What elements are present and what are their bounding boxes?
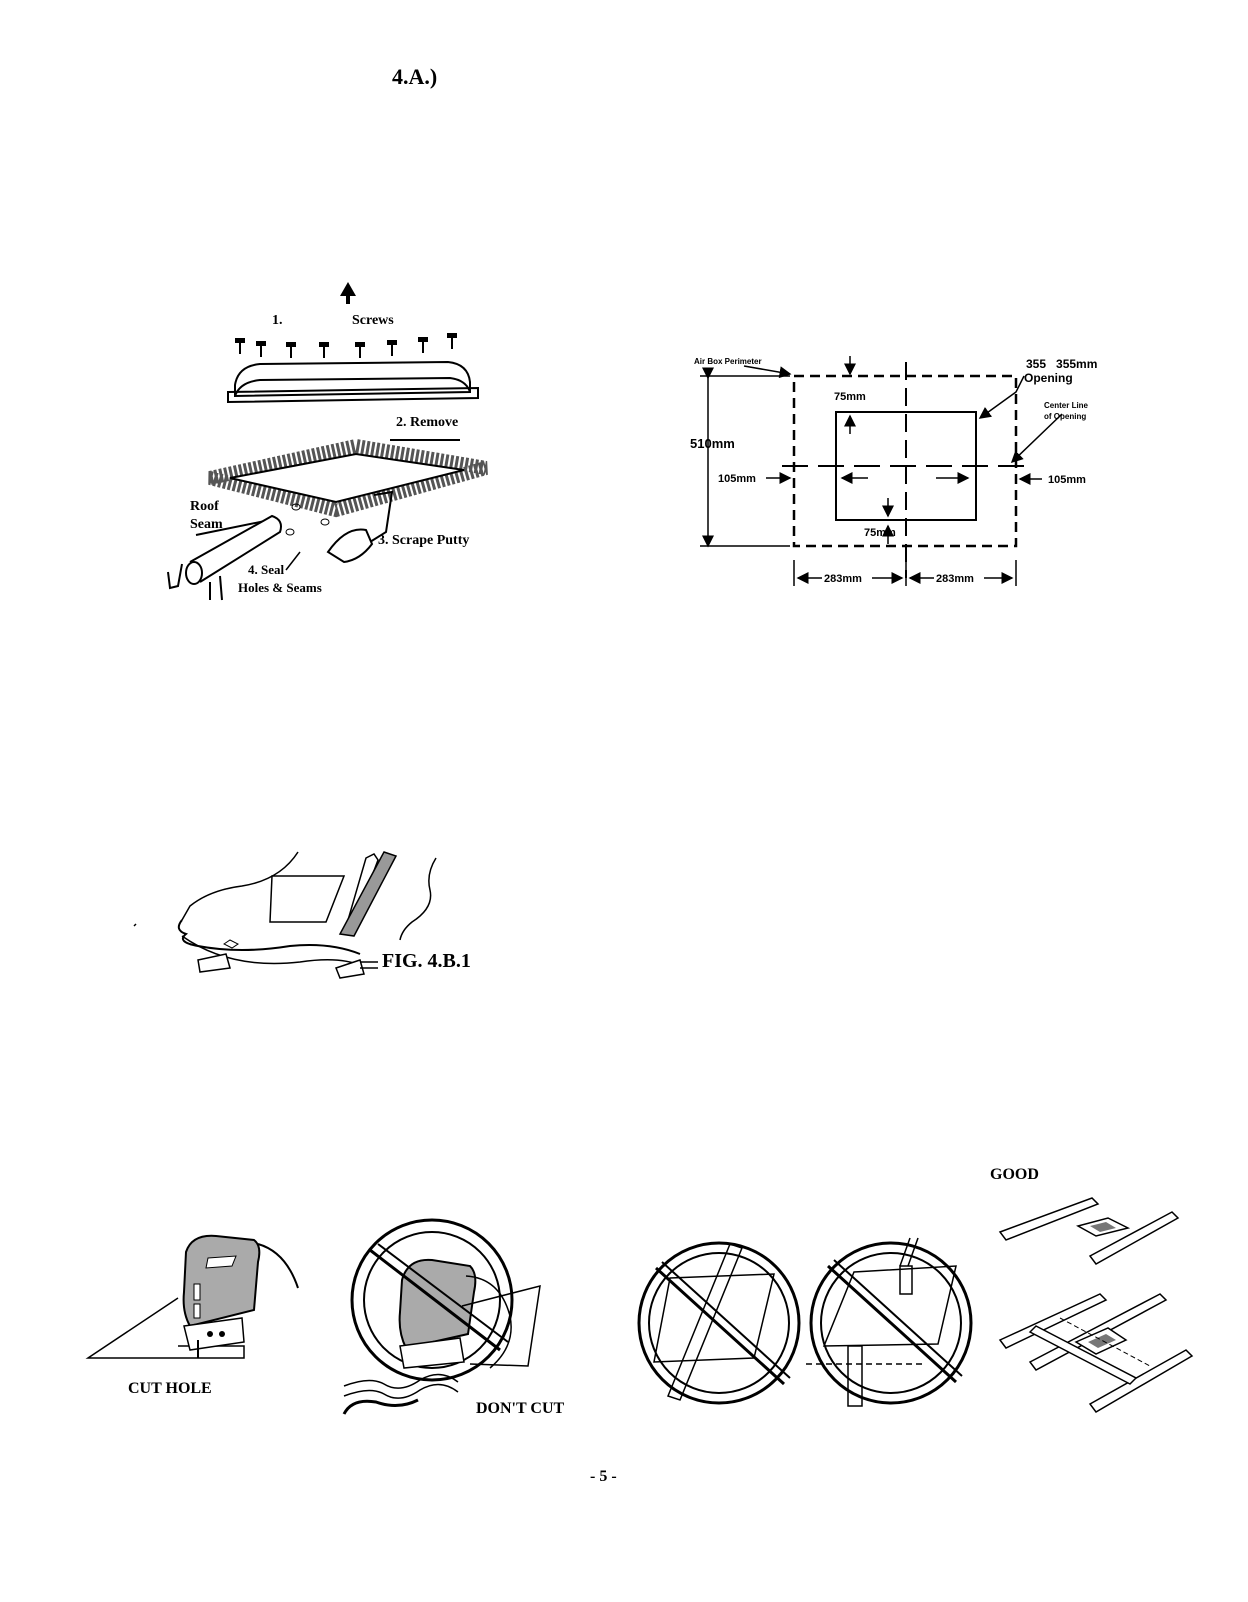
page-number: - 5 - — [590, 1468, 617, 1486]
good-framing-illustration — [1000, 1190, 1220, 1420]
vent-cover — [228, 362, 478, 402]
roof-opening — [196, 440, 486, 535]
dont-cut-saw-illustration — [340, 1216, 560, 1416]
roof-seam-label-1: Roof — [190, 499, 219, 514]
dont-cut-label: DON'T CUT — [476, 1400, 564, 1418]
roof-seam-label-2: Seam — [190, 517, 223, 532]
vent-removal-figure: 1. Screws 2. Remove Roof Seam 3. Scrape … — [160, 270, 520, 610]
step4-label-2: Holes & Seams — [238, 580, 322, 595]
fig-4b1-label: FIG. 4.B.1 — [382, 950, 471, 973]
screw-icons — [236, 334, 456, 358]
step2-label: 2. Remove — [396, 415, 458, 430]
height-label: 510mm — [690, 436, 735, 451]
center-line-label-1: Center Line — [1044, 401, 1089, 410]
right-half-width-label: 283mm — [936, 573, 974, 585]
cut-hole-saw-illustration — [86, 1222, 326, 1362]
good-label: GOOD — [990, 1166, 1039, 1184]
cut-hole-label: CUT HOLE — [128, 1380, 212, 1398]
opening-size-label-1: 355 355mm — [1026, 357, 1097, 371]
prohibited-framing-1 — [634, 1238, 804, 1408]
air-box-perimeter-label: Air Box Perimeter — [694, 357, 762, 366]
step4-label-1: 4. Seal — [248, 562, 285, 577]
top-offset-label: 75mm — [834, 391, 866, 403]
up-arrow-icon — [340, 282, 356, 304]
section-heading: 4.A.) — [392, 64, 437, 90]
opening-dimension-diagram: Air Box Perimeter 355 355mm Opening Cent… — [690, 348, 1130, 608]
step1-label: 1. — [272, 313, 283, 328]
center-line-label-2: of Opening — [1044, 412, 1086, 421]
prohibited-framing-2 — [806, 1238, 996, 1408]
left-half-width-label: 283mm — [824, 573, 862, 585]
screws-label: Screws — [352, 313, 394, 328]
step3-label: 3. Scrape Putty — [378, 533, 469, 548]
bottom-offset-label: 75mm — [864, 527, 896, 539]
opening-size-label-2: Opening — [1024, 371, 1073, 385]
left-offset-label: 105mm — [718, 473, 756, 485]
right-offset-label: 105mm — [1048, 474, 1086, 486]
